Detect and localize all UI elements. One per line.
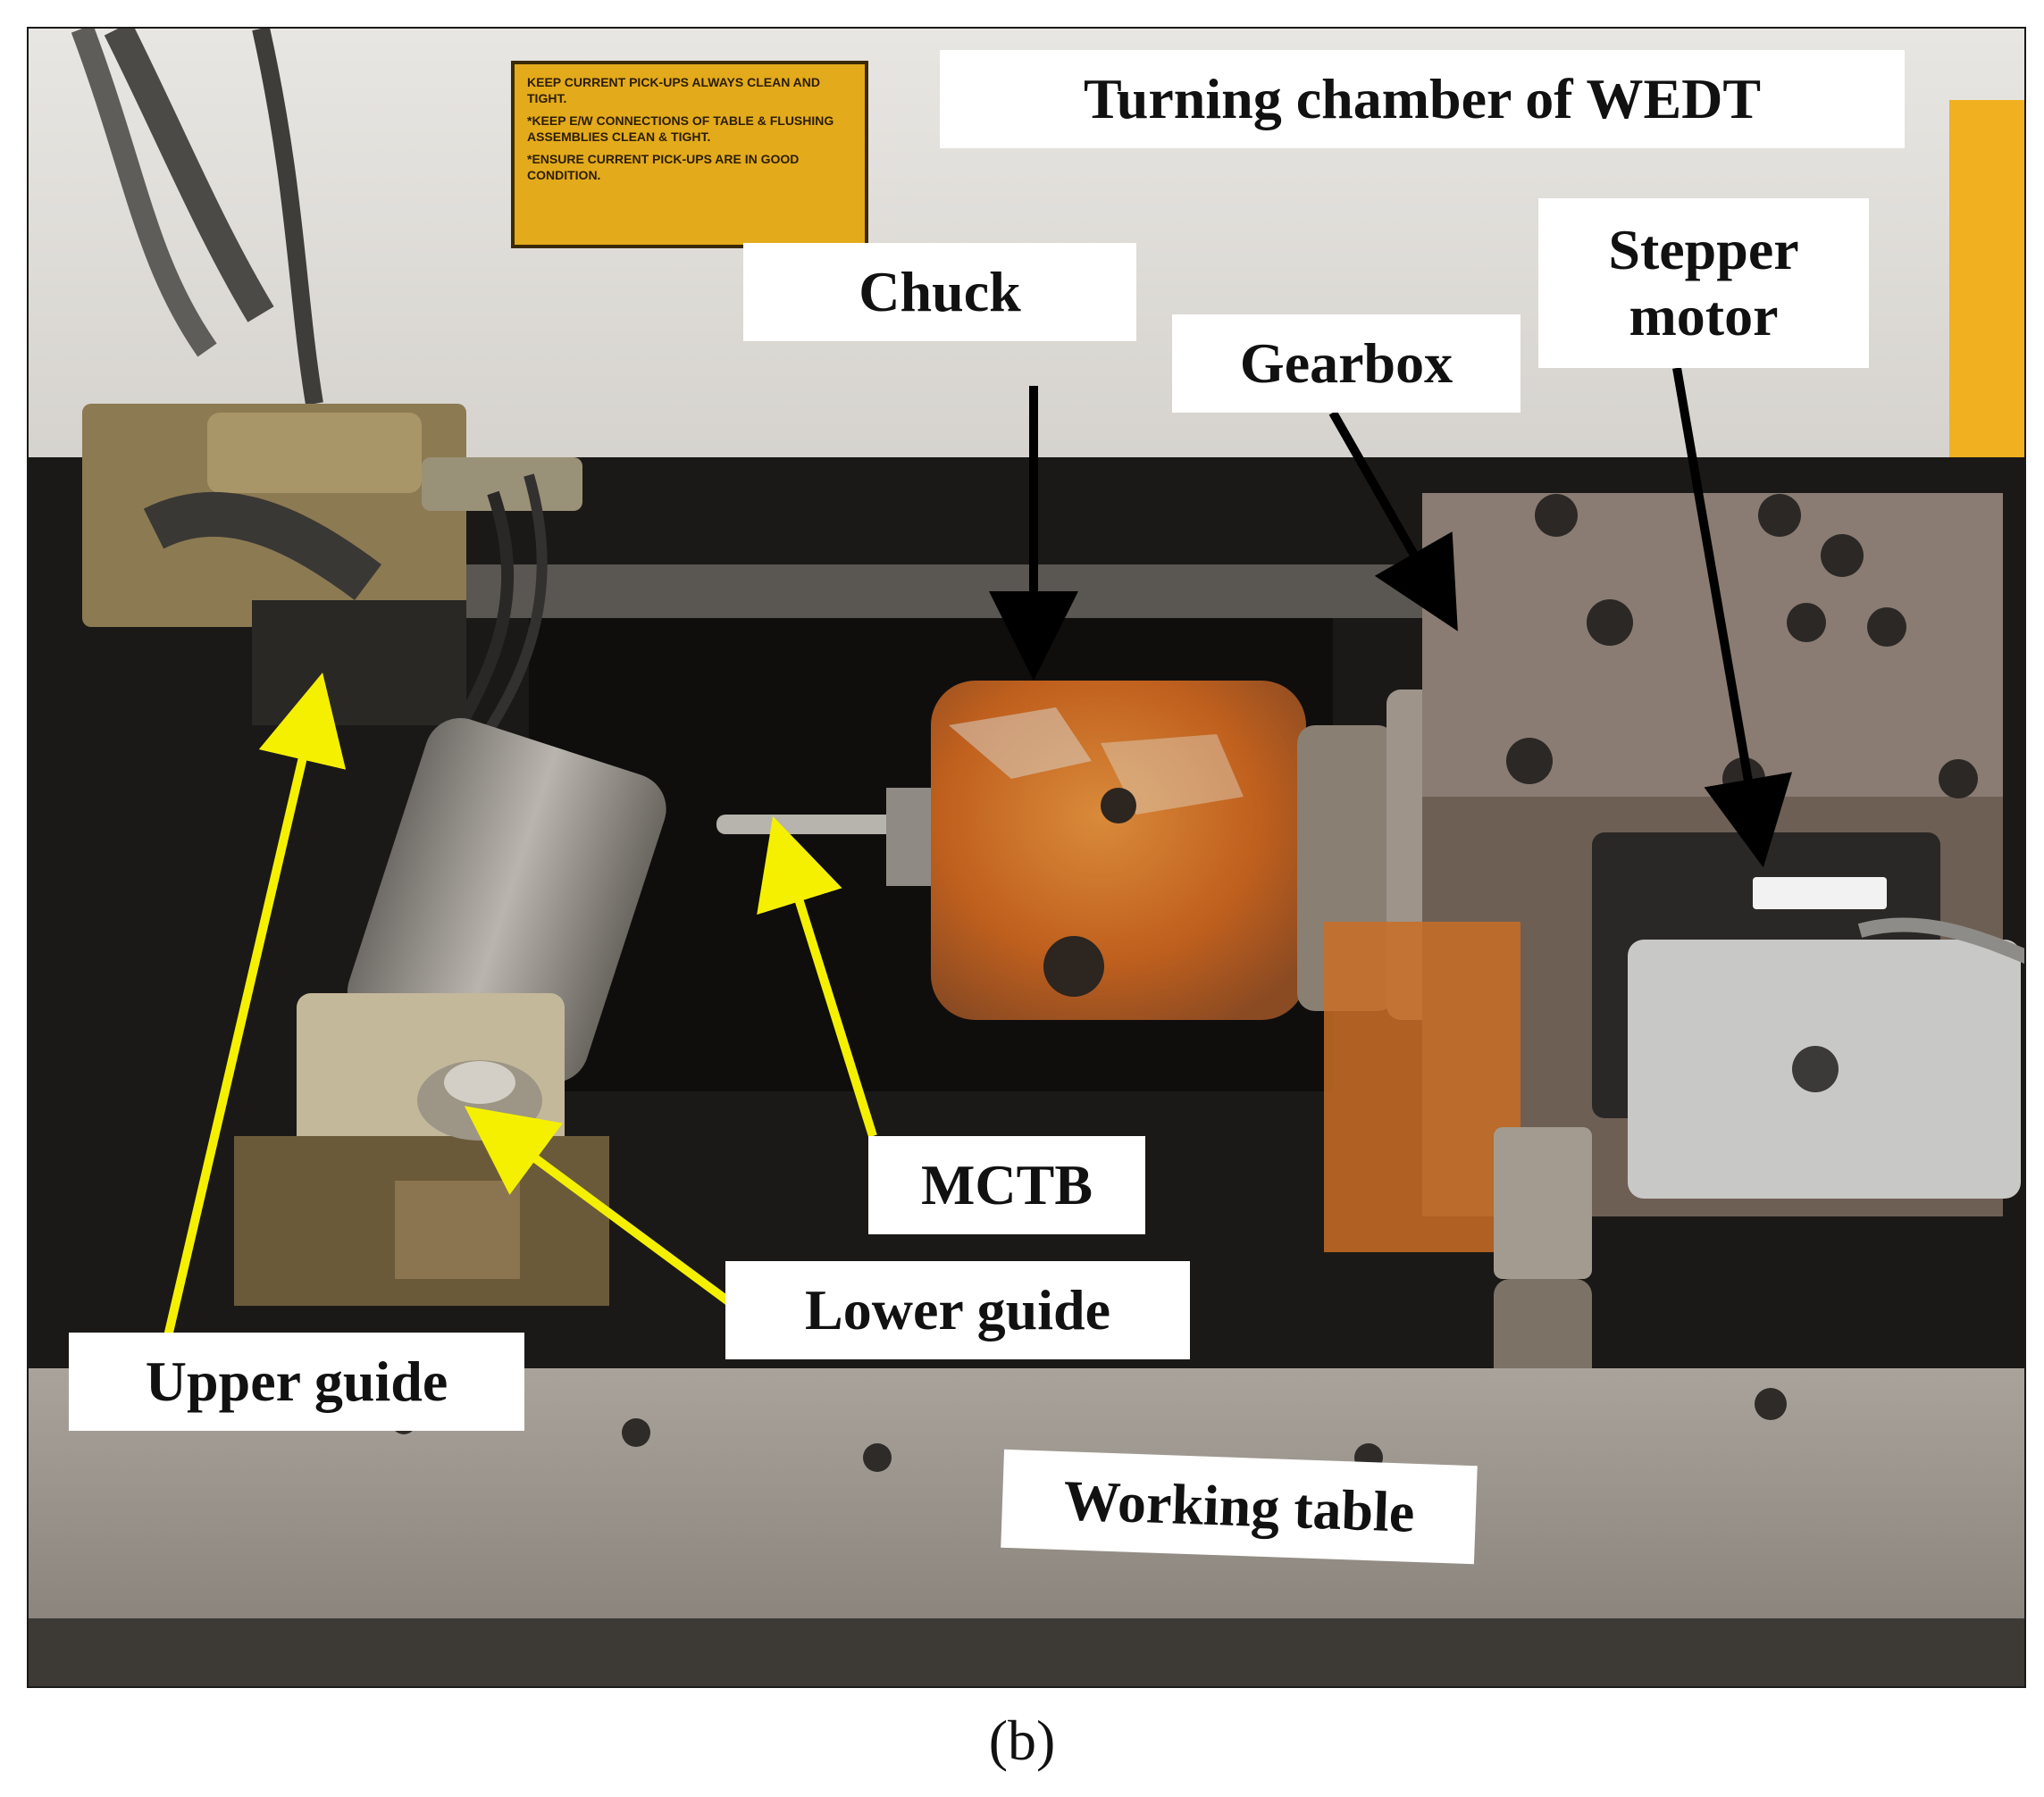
- table-clamp: [1494, 1127, 1592, 1279]
- gearbox-label: Gearbox: [1172, 314, 1520, 413]
- stepper-motor-arrow: [1672, 367, 1793, 868]
- mctb-label: MCTB: [868, 1136, 1145, 1234]
- stepper-motor-label: Stepper motor: [1538, 198, 1869, 368]
- chuck-label: Chuck: [743, 243, 1136, 341]
- mctb-arrow: [757, 815, 877, 1138]
- working-table-label: Working table: [1001, 1449, 1478, 1565]
- motor-nameplate: [1753, 877, 1887, 909]
- figure-caption: (b): [988, 1709, 1056, 1772]
- gearbox-arrow: [1328, 410, 1458, 631]
- upper-guide-label: Upper guide: [69, 1333, 524, 1431]
- rusty-base: [1324, 922, 1520, 1252]
- warning-line-1: KEEP CURRENT PICK-UPS ALWAYS CLEAN AND T…: [527, 75, 821, 105]
- gearbox-bolts: [1506, 494, 1978, 800]
- roller: [347, 718, 666, 1083]
- lower-guide-label: Lower guide: [725, 1261, 1190, 1359]
- machine-photo: KEEP CURRENT PICK-UPS ALWAYS CLEAN AND T…: [27, 27, 2026, 1688]
- lower-guide-arrow: [464, 1106, 737, 1310]
- warning-line-2: *KEEP E/W CONNECTIONS OF TABLE & FLUSHIN…: [527, 113, 834, 144]
- warning-sign: KEEP CURRENT PICK-UPS ALWAYS CLEAN AND T…: [511, 61, 868, 248]
- upper-guide-arrow: [158, 673, 347, 1361]
- rail: [297, 564, 1458, 618]
- title-label: Turning chamber of WEDT: [940, 50, 1905, 148]
- mctb-rod: [716, 815, 895, 834]
- warning-line-3: *ENSURE CURRENT PICK-UPS ARE IN GOOD CON…: [527, 152, 800, 182]
- photo-scene: [29, 29, 2024, 1686]
